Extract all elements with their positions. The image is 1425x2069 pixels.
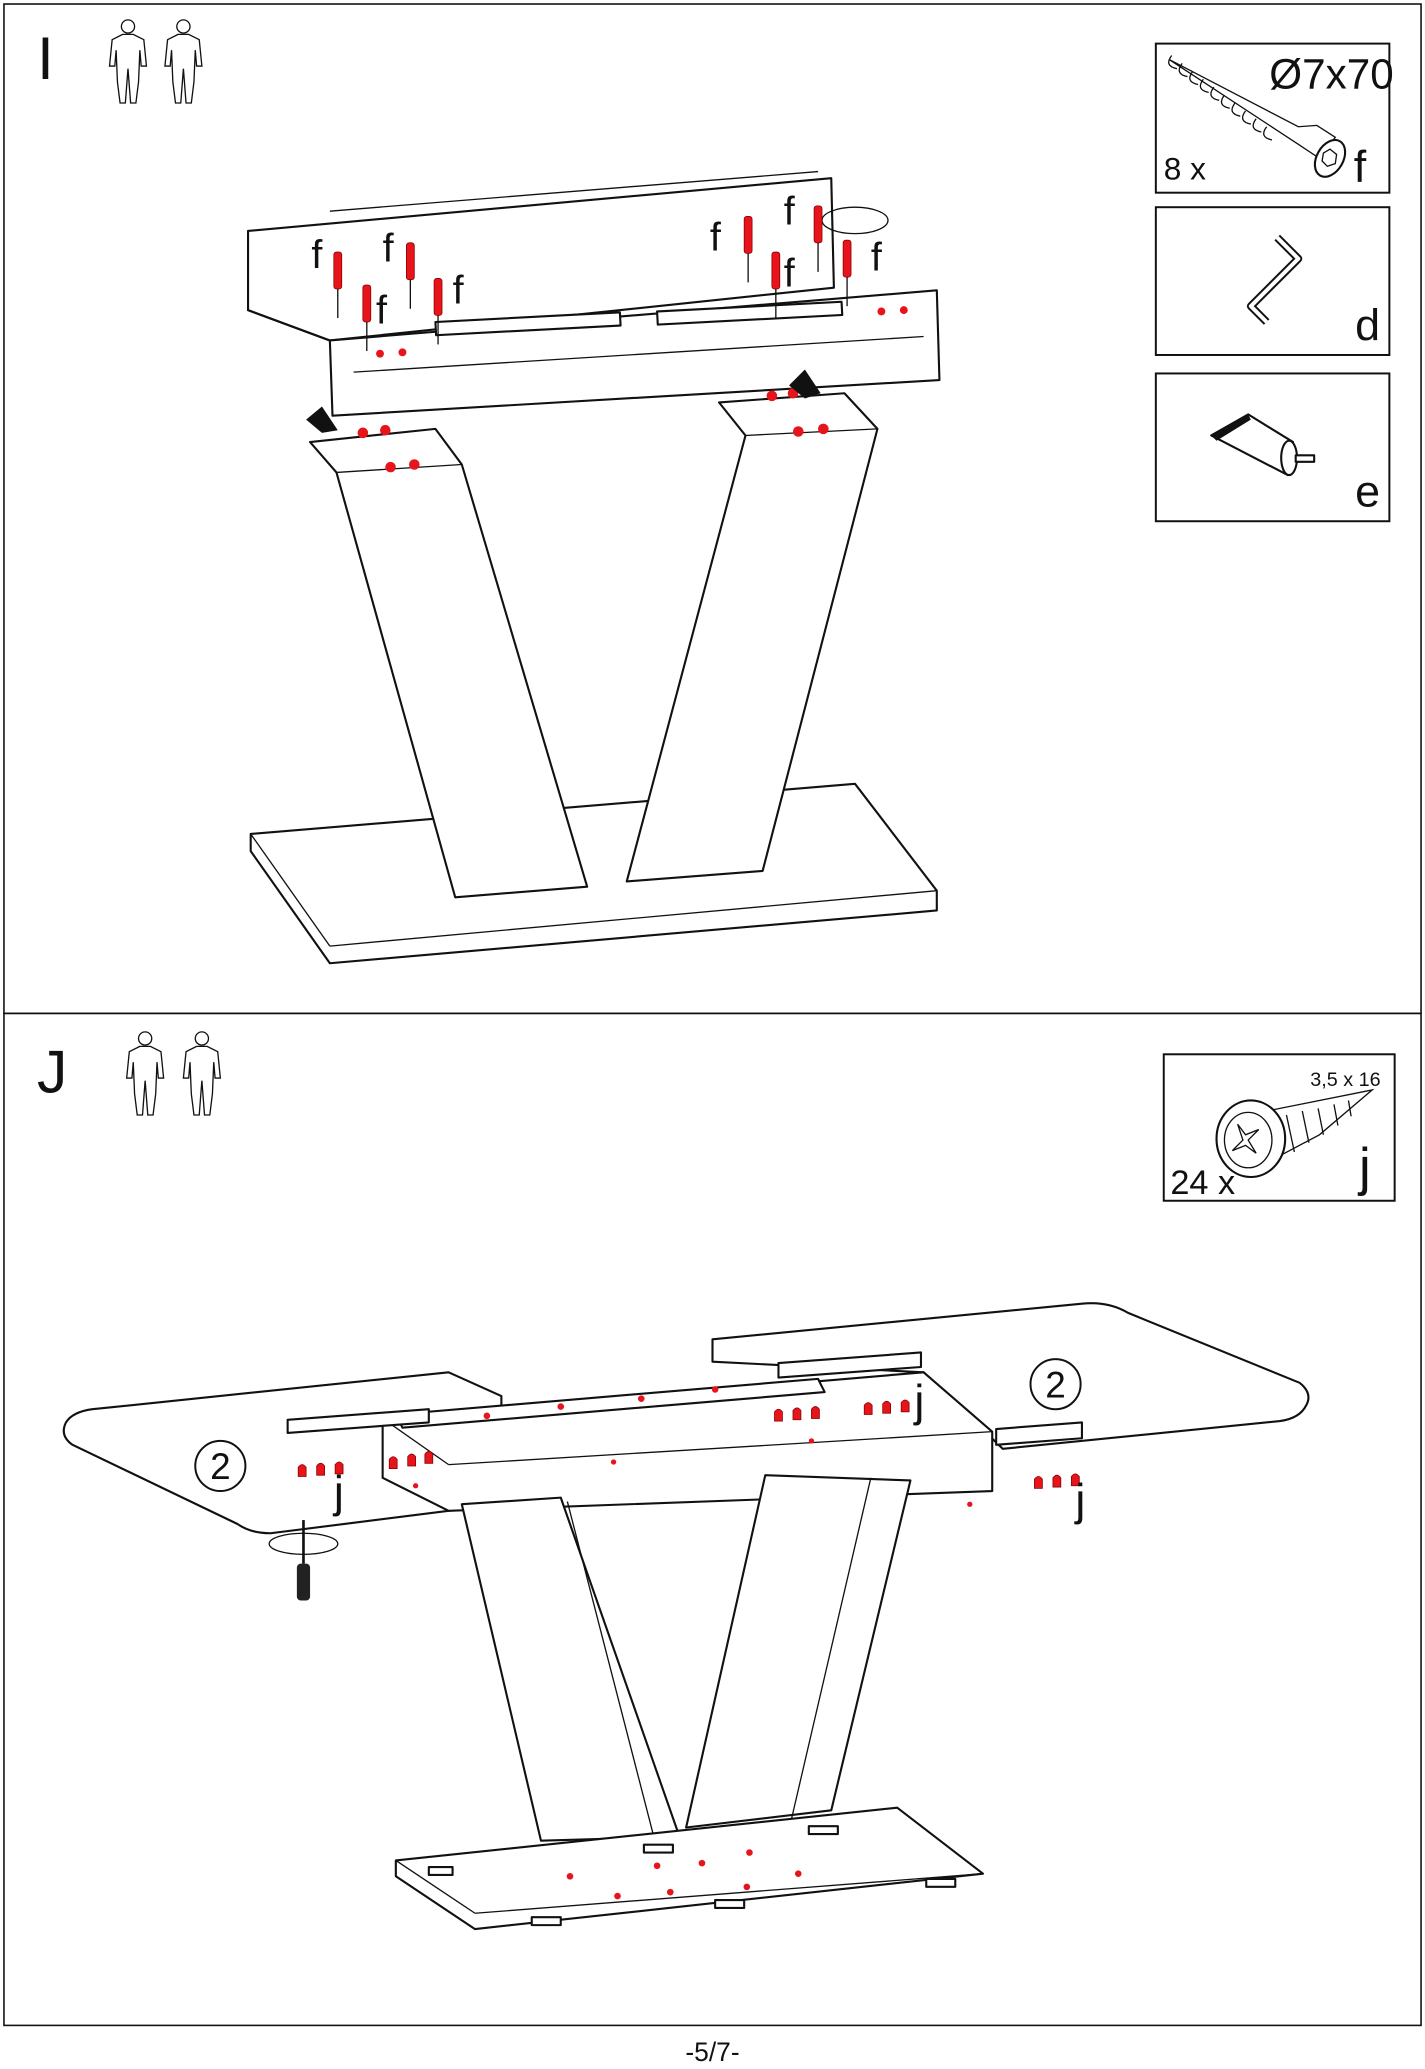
rail-right bbox=[777, 1351, 923, 1379]
callout-f: f bbox=[710, 216, 722, 260]
callout-j: j bbox=[1073, 1474, 1085, 1525]
part-letter: j bbox=[1357, 1138, 1371, 1197]
part-box-e: e bbox=[1154, 372, 1391, 523]
wood-screw-icon bbox=[1215, 1088, 1375, 1179]
page-number: -5/7- bbox=[685, 2037, 739, 2067]
part-size: Ø7x70 bbox=[1269, 50, 1393, 97]
two-persons-icon bbox=[126, 1031, 222, 1116]
part-letter: d bbox=[1355, 299, 1380, 350]
step-j-panel: J bbox=[3, 1012, 1422, 2027]
step-i-panel: I bbox=[3, 3, 1422, 1015]
circle-label: 2 bbox=[1029, 1358, 1082, 1411]
callout-f: f bbox=[784, 189, 796, 233]
right-extension-top bbox=[711, 1302, 1310, 1450]
callout-f: f bbox=[871, 236, 883, 280]
part-box-f: Ø7x70 8 x f bbox=[1154, 42, 1394, 194]
base-plate bbox=[249, 782, 938, 965]
table-drawing-step-i bbox=[246, 170, 941, 965]
callout-labels-f: f f f f f f f f bbox=[311, 189, 882, 332]
glue-tube-icon bbox=[1210, 413, 1316, 477]
leg-left bbox=[460, 1496, 681, 1842]
top-front-apron bbox=[247, 289, 941, 417]
screwdriver-icon bbox=[268, 1520, 339, 1601]
rail-far bbox=[995, 1421, 1083, 1446]
step-j-label: J bbox=[37, 1038, 67, 1106]
two-persons-icon bbox=[108, 19, 203, 104]
circle-label: 2 bbox=[194, 1439, 247, 1493]
callout-j: j bbox=[912, 1375, 924, 1426]
svg-text:2: 2 bbox=[1045, 1364, 1066, 1405]
callout-f: f bbox=[784, 251, 796, 295]
callout-f: f bbox=[311, 233, 323, 277]
callout-f: f bbox=[376, 288, 388, 332]
glue-tube-icon bbox=[306, 406, 338, 433]
rail-left bbox=[286, 1408, 430, 1435]
part-box-j: 3,5 x 16 24 x j bbox=[1162, 1053, 1396, 1202]
callout-f: f bbox=[383, 226, 395, 270]
table-drawing-step-j bbox=[62, 1302, 1310, 1931]
part-box-d: d bbox=[1154, 206, 1391, 356]
leg-right bbox=[685, 1474, 912, 1829]
callout-f: f bbox=[453, 269, 465, 313]
callout-labels-j: j j j bbox=[332, 1375, 1085, 1525]
part-letter: f bbox=[1354, 141, 1367, 192]
part-letter: e bbox=[1355, 466, 1380, 517]
step-i-label: I bbox=[37, 24, 54, 92]
part-size: 3,5 x 16 bbox=[1310, 1069, 1380, 1091]
part-quantity: 8 x bbox=[1164, 151, 1206, 187]
step-j-border bbox=[3, 1012, 1422, 2027]
confirmat-screw-icon bbox=[1168, 55, 1347, 178]
part-quantity: 24 x bbox=[1170, 1164, 1235, 1202]
svg-text:2: 2 bbox=[210, 1446, 231, 1487]
callout-j: j bbox=[332, 1466, 344, 1517]
